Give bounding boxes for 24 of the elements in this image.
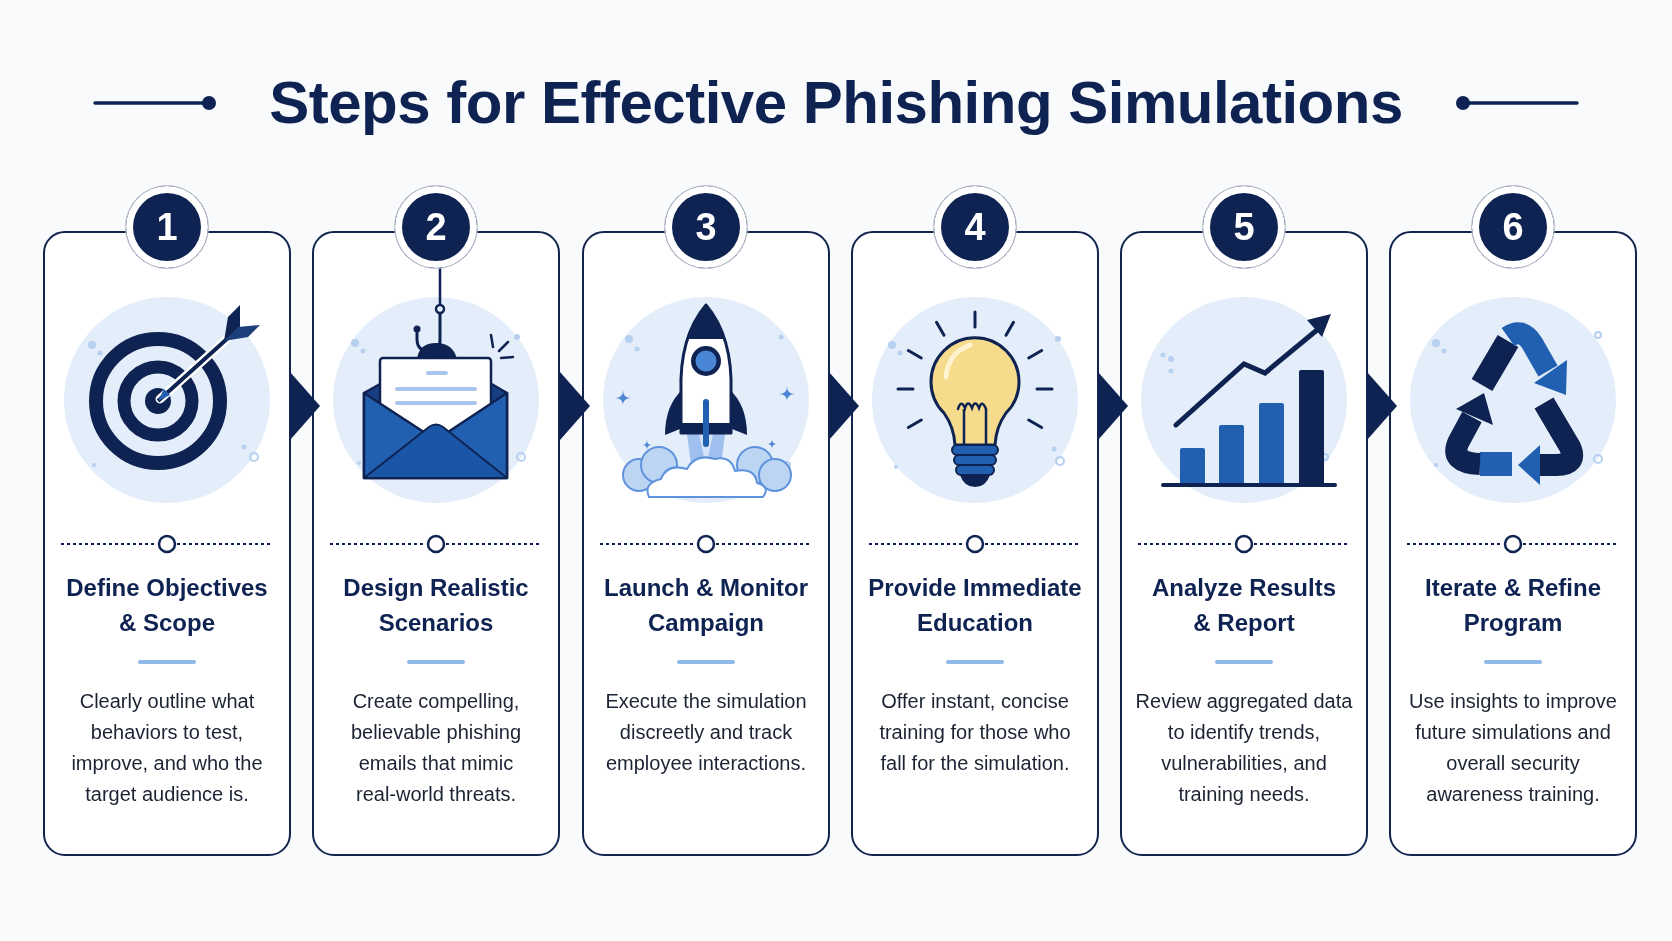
step-number: 6 (1471, 185, 1555, 269)
step-number: 2 (394, 185, 478, 269)
step-description: Execute the simulation discreetly and track employee interactions. (604, 689, 808, 776)
step-title: Analyze Results & Report (1150, 573, 1338, 638)
step-number: 1 (125, 185, 209, 269)
step-title: Design Realistic Scenarios (342, 573, 530, 638)
step-title: Iterate & Refine Program (1423, 573, 1603, 638)
step-description: Offer instant, concise training for those who fall for the simulation. (878, 689, 1072, 776)
arrow-connector (290, 372, 320, 440)
arrow-connector (1367, 372, 1397, 440)
step-description: Use insights to improve future simulations and overall security awareness training. (1408, 689, 1618, 807)
step-number: 3 (664, 185, 748, 269)
step-title: Provide Immediate Education (867, 573, 1083, 638)
diagram-title: Steps for Effective Phishing Simulations (269, 68, 1403, 138)
arrow-connector (1098, 372, 1128, 440)
arrow-connector (829, 372, 859, 440)
step-number: 5 (1202, 185, 1286, 269)
arrow-connector (560, 372, 590, 440)
step-title: Define Objectives & Scope (65, 573, 269, 638)
step-number: 4 (933, 185, 1017, 269)
step-title: Launch & Monitor Campaign (603, 573, 809, 638)
step-description: Review aggregated data to identify trends, vulnerabilities, and training needs. (1134, 689, 1354, 807)
step-description: Clearly outline what behaviors to test, improve, and who the target audience is. (70, 689, 264, 807)
step-description: Create compelling, believable phishing emails that mimic real-world threats. (349, 689, 523, 807)
